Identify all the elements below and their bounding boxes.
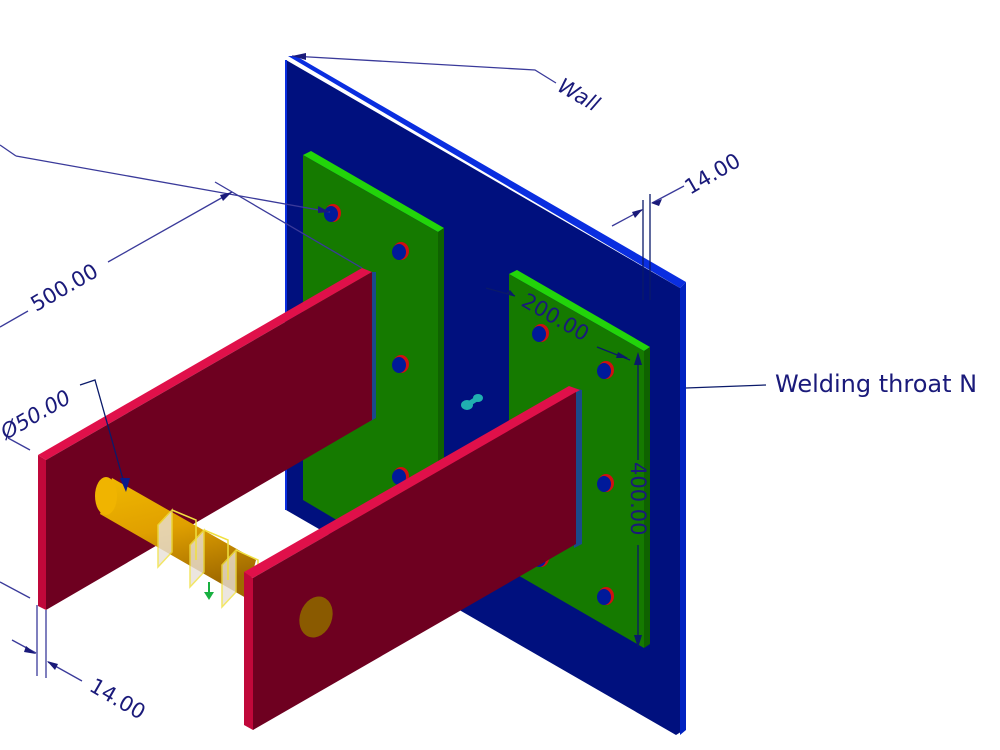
bolt-hole [597,587,614,605]
dim-pin-diameter-value: Ø50.00 [0,385,75,445]
dim-fin-thickness-value: 14.00 [86,674,150,725]
welding-leader [685,384,767,389]
bolt-hole [392,242,409,260]
dim-wall-thickness [611,185,685,300]
dim-plate-height-value: 400.00 [626,462,650,535]
right-fin-plate[interactable] [244,386,582,730]
dim-wall-thickness-value: 14.00 [681,148,745,199]
pin-hole [299,596,333,638]
bolt-hole [324,204,341,222]
dim-plate-width [485,287,631,361]
bolt-hole [597,361,614,379]
dim-fin-thickness [0,581,83,682]
dim-length [0,144,363,328]
wall-leader [291,53,557,84]
bolt-hole [597,474,614,492]
dim-length-value: 500.00 [27,259,103,317]
origin-marker-icon [461,394,483,410]
wall-label: Wall [554,74,604,117]
bolt-hole [532,324,549,342]
welding-throat-label: Welding throat N [775,370,977,398]
bolt-hole [392,355,409,373]
pin-cylinder[interactable] [95,477,259,609]
dim-pin-diameter [7,379,130,492]
dim-plate-height [634,352,642,648]
